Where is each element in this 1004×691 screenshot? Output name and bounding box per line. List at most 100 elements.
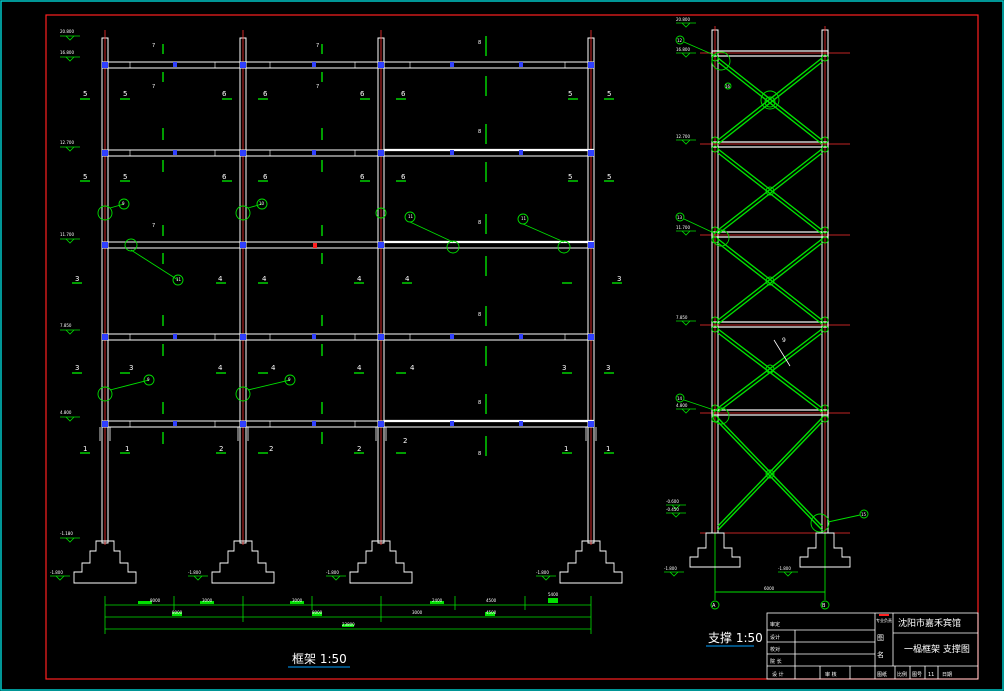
beam-num: 7 bbox=[152, 43, 155, 49]
member-num: 4 bbox=[271, 364, 276, 372]
frame-elevation bbox=[50, 30, 623, 668]
dim-mid: 8000 bbox=[312, 610, 323, 615]
tb-bottom-label: 图号 bbox=[912, 672, 922, 678]
member-num: 1 bbox=[564, 445, 568, 453]
tb-bottom-label: 图纸 bbox=[877, 671, 887, 678]
frame-elev-1: 20.800 bbox=[60, 29, 74, 34]
brace-elev-6: 4.800 bbox=[676, 403, 688, 408]
tb-school: 沈阳市嘉禾宾馆 bbox=[898, 617, 961, 629]
beam-num: 8 bbox=[478, 451, 481, 457]
member-num: 2 bbox=[269, 445, 273, 453]
dim-mid: 4500 bbox=[486, 610, 497, 615]
tb-bottom-label: 11 bbox=[928, 672, 934, 678]
member-num: 3 bbox=[75, 364, 79, 372]
member-num: 5 bbox=[123, 90, 127, 98]
beam-num: 7 bbox=[316, 84, 319, 90]
brace-elev-3: 12.700 bbox=[676, 134, 690, 139]
callout-label: 11 bbox=[408, 214, 414, 219]
member-num: 3 bbox=[75, 275, 79, 283]
tb-bottom-label: 设 计 bbox=[772, 671, 784, 678]
member-num: 6 bbox=[263, 173, 268, 181]
frame-elev-7: -1.180 bbox=[60, 531, 73, 536]
frame-elev-5: 7.850 bbox=[60, 323, 72, 328]
brace-elev-4: 11.700 bbox=[676, 225, 690, 230]
axis-label-b: B bbox=[822, 603, 826, 609]
member-num: 5 bbox=[607, 90, 611, 98]
member-num: 6 bbox=[360, 90, 365, 98]
member-num: 5 bbox=[83, 173, 87, 181]
tb-bottom-label: 日期 bbox=[942, 672, 952, 678]
foundation-level-3: -1.800 bbox=[326, 570, 339, 575]
bracing-elevation bbox=[664, 22, 869, 647]
member-num: 6 bbox=[222, 90, 227, 98]
member-num: 5 bbox=[83, 90, 87, 98]
member-num: 2 bbox=[219, 445, 223, 453]
tb-row-label: 院 长 bbox=[770, 658, 782, 665]
callout-label: 9 bbox=[147, 377, 150, 382]
frame-elev-4: 11.700 bbox=[60, 232, 74, 237]
member-num: 1 bbox=[83, 445, 87, 453]
frame-elev-3: 12.700 bbox=[60, 140, 74, 145]
brace-label: 9 bbox=[782, 337, 786, 344]
callout-label: 11 bbox=[176, 277, 182, 282]
member-num: 1 bbox=[125, 445, 129, 453]
member-num: 2 bbox=[403, 437, 407, 445]
brace-elev-9: -1.800 bbox=[664, 566, 677, 571]
brace-callout: 14 bbox=[677, 396, 683, 401]
dim-top: 3000 bbox=[292, 598, 303, 603]
dim-top: 4500 bbox=[486, 598, 497, 603]
member-num: 6 bbox=[401, 90, 406, 98]
member-num: 3 bbox=[606, 364, 610, 372]
dim-top: 2400 bbox=[432, 598, 443, 603]
brace-elev-2: 16.800 bbox=[676, 47, 690, 52]
member-num: 3 bbox=[129, 364, 133, 372]
dim-top: 8000 bbox=[150, 598, 161, 603]
member-num: 4 bbox=[357, 364, 362, 372]
dim-mid: 3000 bbox=[412, 610, 423, 615]
brace-callout: 13 bbox=[677, 215, 683, 220]
inner-border bbox=[45, 14, 979, 680]
frame-elev-2: 16.800 bbox=[60, 50, 74, 55]
beam-num: 8 bbox=[478, 129, 481, 135]
member-num: 4 bbox=[262, 275, 267, 283]
callout-label: 11 bbox=[521, 216, 527, 221]
member-num: 6 bbox=[401, 173, 406, 181]
member-num: 6 bbox=[222, 173, 227, 181]
brace-callout: 15 bbox=[861, 512, 867, 517]
member-num: 5 bbox=[607, 173, 611, 181]
frame-elev-6: 4.800 bbox=[60, 410, 72, 415]
brace-elev-1: 20.800 bbox=[676, 17, 690, 22]
brace-span: 6000 bbox=[764, 586, 775, 591]
tb-side-label: 图 bbox=[877, 634, 884, 642]
beam-num: 8 bbox=[478, 312, 481, 318]
brace-elev-8: -0.450 bbox=[666, 507, 679, 512]
tb-bottom-label: 审 核 bbox=[825, 671, 837, 678]
brace-callout: 16 bbox=[725, 84, 731, 89]
brace-callout: 12 bbox=[677, 38, 683, 43]
dim-total: 23800 bbox=[342, 622, 355, 627]
frame-title: 框架 1:50 bbox=[292, 652, 347, 666]
tb-row-label: 设计 bbox=[770, 634, 780, 641]
tb-side-label: 名 bbox=[877, 650, 884, 659]
tb-row-label: 校对 bbox=[770, 646, 780, 653]
member-num: 4 bbox=[357, 275, 362, 283]
member-num: 4 bbox=[410, 364, 415, 372]
member-num: 1 bbox=[606, 445, 610, 453]
brace-elev-10: -1.800 bbox=[778, 566, 791, 571]
beam-num: 8 bbox=[478, 400, 481, 406]
dim-top: 5400 bbox=[548, 592, 559, 597]
brace-elev-5: 7.850 bbox=[676, 315, 688, 320]
title-block bbox=[766, 612, 979, 680]
brace-elev-7: -0.600 bbox=[666, 499, 679, 504]
bracing-title: 支撑 1:50 bbox=[708, 630, 763, 645]
tb-row-label: 审定 bbox=[770, 621, 780, 628]
foundation-level-1: -1.800 bbox=[50, 570, 63, 575]
beam-num: 8 bbox=[478, 220, 481, 226]
member-num: 5 bbox=[568, 173, 572, 181]
member-num: 5 bbox=[568, 90, 572, 98]
dim-mid: 8000 bbox=[172, 610, 183, 615]
tb-row-label: 专业负责 bbox=[876, 617, 892, 623]
member-num: 6 bbox=[263, 90, 268, 98]
beam-num: 7 bbox=[152, 223, 155, 229]
